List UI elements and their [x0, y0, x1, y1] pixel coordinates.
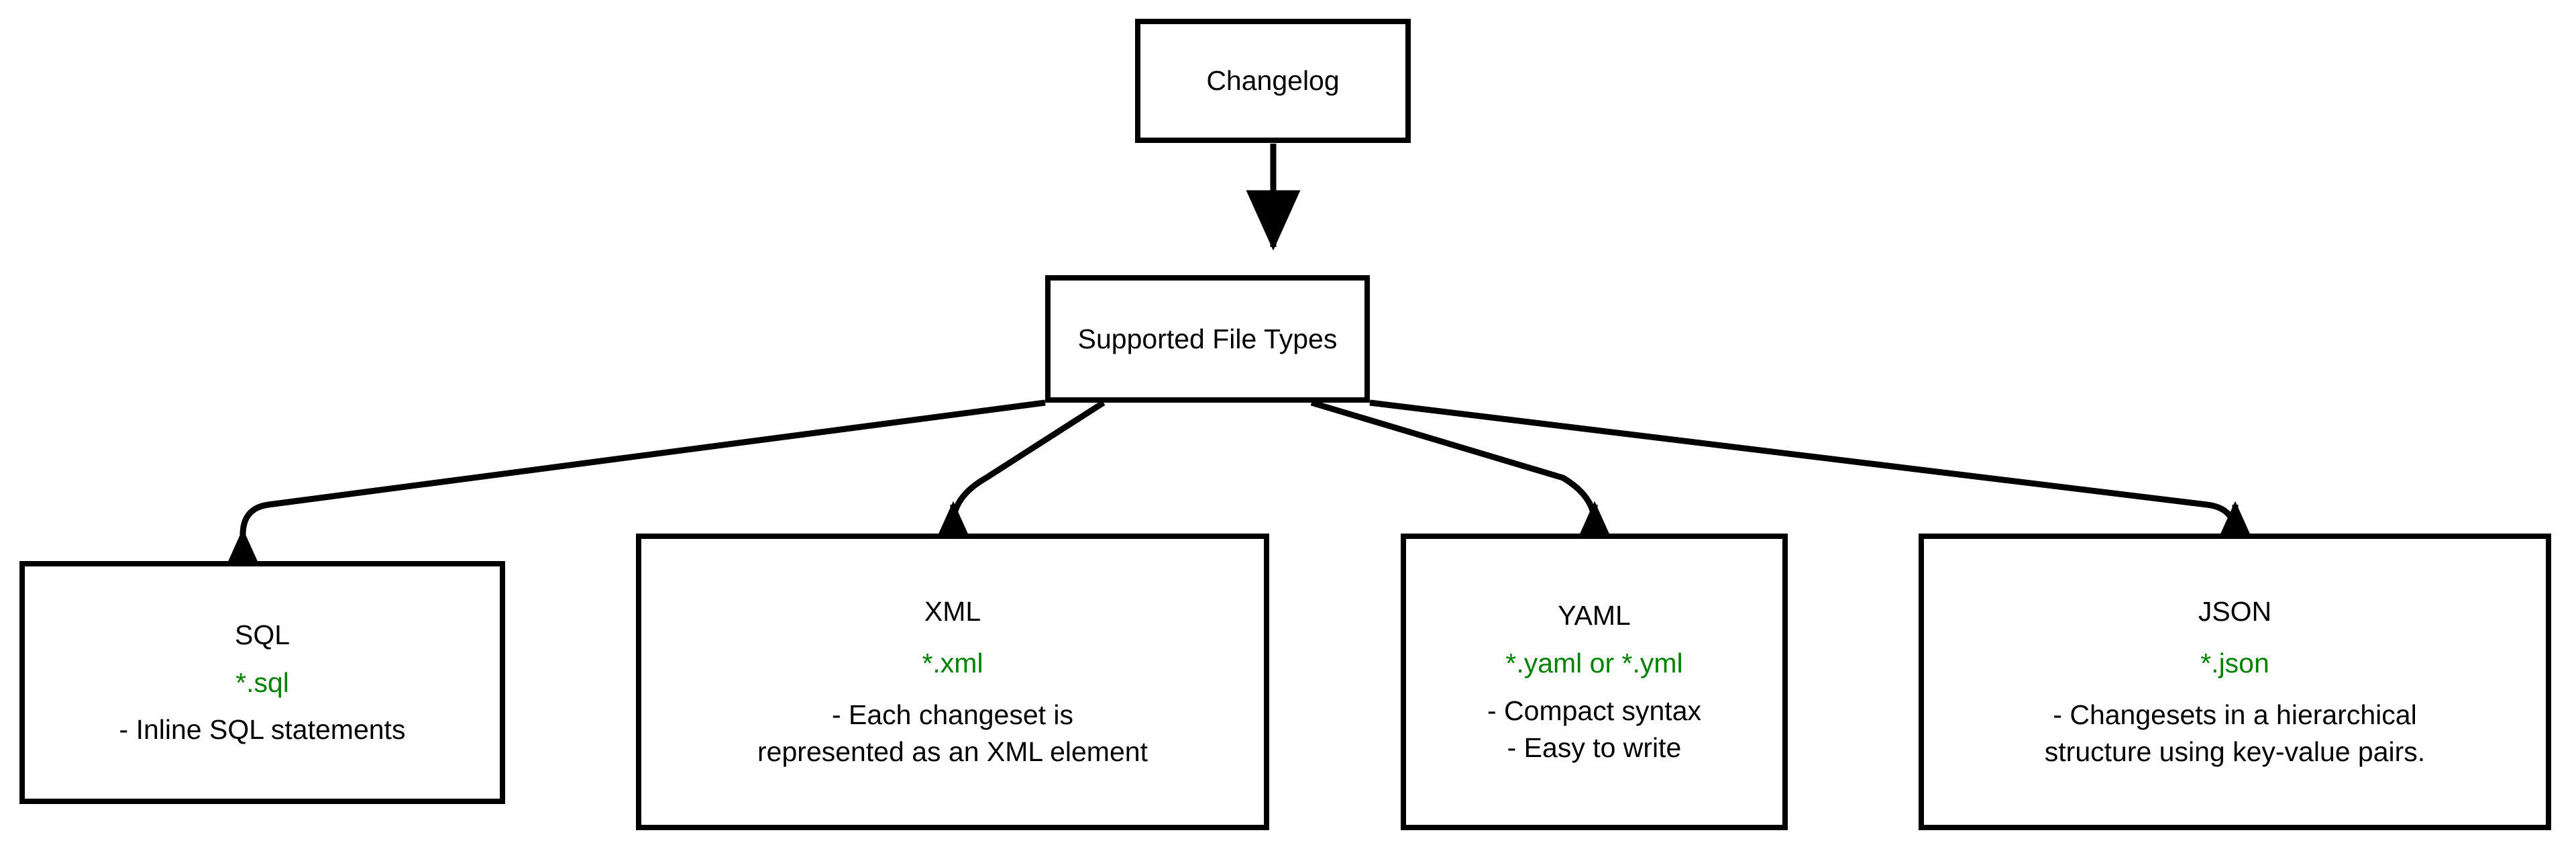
node-yaml-title: YAML — [1558, 600, 1631, 632]
node-json[interactable]: JSON *.json - Changesets in a hierarchic… — [1919, 534, 2551, 830]
node-yaml-extension: *.yaml or *.yml — [1505, 648, 1683, 679]
node-xml-title: XML — [924, 596, 981, 628]
node-json-title: JSON — [2198, 596, 2272, 628]
node-yaml-bullet-1: - Compact syntax — [1487, 695, 1701, 726]
node-json-bullet-2: structure using key-value pairs. — [2044, 736, 2426, 767]
node-xml-bullet-1: - Each changeset is — [831, 699, 1074, 730]
node-sql-extension: *.sql — [235, 666, 289, 698]
node-yaml[interactable]: YAML *.yaml or *.yml - Compact syntax - … — [1401, 534, 1788, 830]
node-json-bullet-1: - Changesets in a hierarchical — [2053, 699, 2417, 730]
node-yaml-bullet-2: - Easy to write — [1507, 732, 1682, 763]
edge-supported-to-xml — [926, 400, 1106, 562]
node-supported-file-types-title: Supported File Types — [1077, 323, 1338, 354]
node-xml-bullet-2: represented as an XML element — [757, 736, 1148, 767]
edge-supported-to-sql — [215, 399, 1046, 589]
edge-supported-to-json — [1369, 399, 2263, 562]
edge-supported-to-yaml — [1310, 399, 1622, 562]
node-xml[interactable]: XML *.xml - Each changeset is represente… — [636, 534, 1269, 830]
node-sql-title: SQL — [234, 619, 290, 650]
node-changelog[interactable]: Changelog — [1135, 19, 1411, 143]
node-supported-file-types[interactable]: Supported File Types — [1045, 275, 1370, 403]
node-sql-bullet-1: - Inline SQL statements — [119, 714, 406, 746]
node-sql[interactable]: SQL *.sql - Inline SQL statements — [19, 561, 505, 804]
node-json-extension: *.json — [2200, 648, 2269, 679]
node-xml-extension: *.xml — [922, 648, 983, 679]
node-changelog-title: Changelog — [1206, 65, 1340, 97]
